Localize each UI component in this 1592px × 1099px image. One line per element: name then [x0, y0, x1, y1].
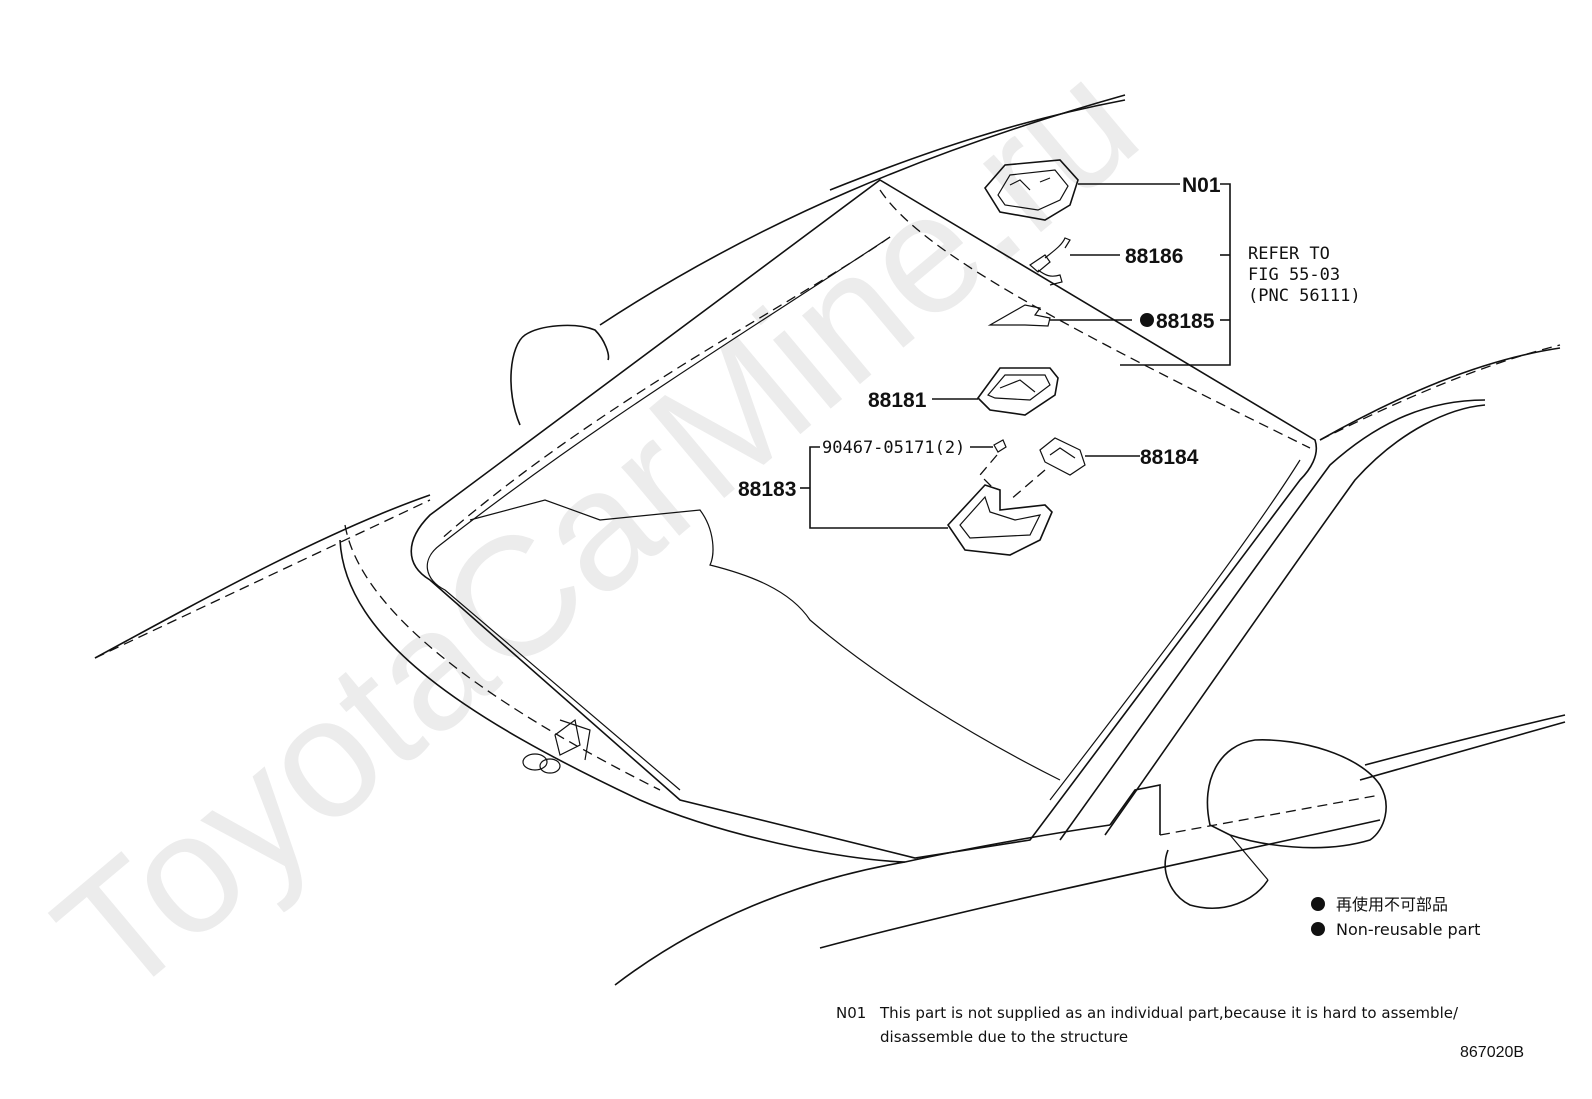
- part-n01-housing: [984, 159, 1079, 221]
- watermark: ToyotaCarMine.ru: [22, 25, 1172, 1033]
- figure-id: 867020B: [1460, 1044, 1524, 1061]
- part-90467-clip: [993, 439, 1007, 453]
- note-line-2: disassemble due to the structure: [880, 1028, 1128, 1046]
- part-88185-bracket: [987, 304, 1051, 327]
- refer-line-1: REFER TO: [1248, 244, 1330, 264]
- car-body: [94, 94, 1566, 986]
- part-88184-clip: [1039, 437, 1086, 476]
- refer-line-3: (PNC 56111): [1248, 286, 1361, 306]
- washer-connector: [522, 718, 591, 774]
- assembly-dashed-line-1: [979, 454, 998, 491]
- label-88183: 88183: [738, 478, 796, 501]
- windshield: [410, 179, 1318, 859]
- non-reusable-dot: [1140, 313, 1154, 327]
- assembly-dashed-line-2: [1009, 469, 1046, 501]
- bracket-88183: [800, 446, 948, 529]
- legend-dot-jp: [1311, 897, 1325, 911]
- legend-en: Non-reusable part: [1336, 920, 1480, 939]
- label-88185: 88185: [1156, 310, 1215, 333]
- note-code: N01: [836, 1004, 866, 1022]
- part-88186-harness: [1029, 237, 1071, 286]
- refer-bracket: [1120, 183, 1231, 366]
- legend-dot-en: [1311, 922, 1325, 936]
- right-mirror: [1164, 739, 1387, 909]
- part-88183-cover: [946, 484, 1053, 556]
- label-88181: 88181: [868, 389, 927, 412]
- left-mirror: [510, 324, 610, 426]
- refer-line-2: FIG 55-03: [1248, 265, 1340, 285]
- part-88181-sensor: [976, 367, 1059, 416]
- note-line-1: This part is not supplied as an individu…: [879, 1004, 1459, 1022]
- label-88184: 88184: [1140, 446, 1199, 469]
- label-90467: 90467-05171(2): [822, 438, 965, 458]
- label-n01: N01: [1182, 174, 1221, 197]
- legend-jp: 再使用不可部品: [1336, 895, 1448, 914]
- label-88186: 88186: [1125, 245, 1183, 268]
